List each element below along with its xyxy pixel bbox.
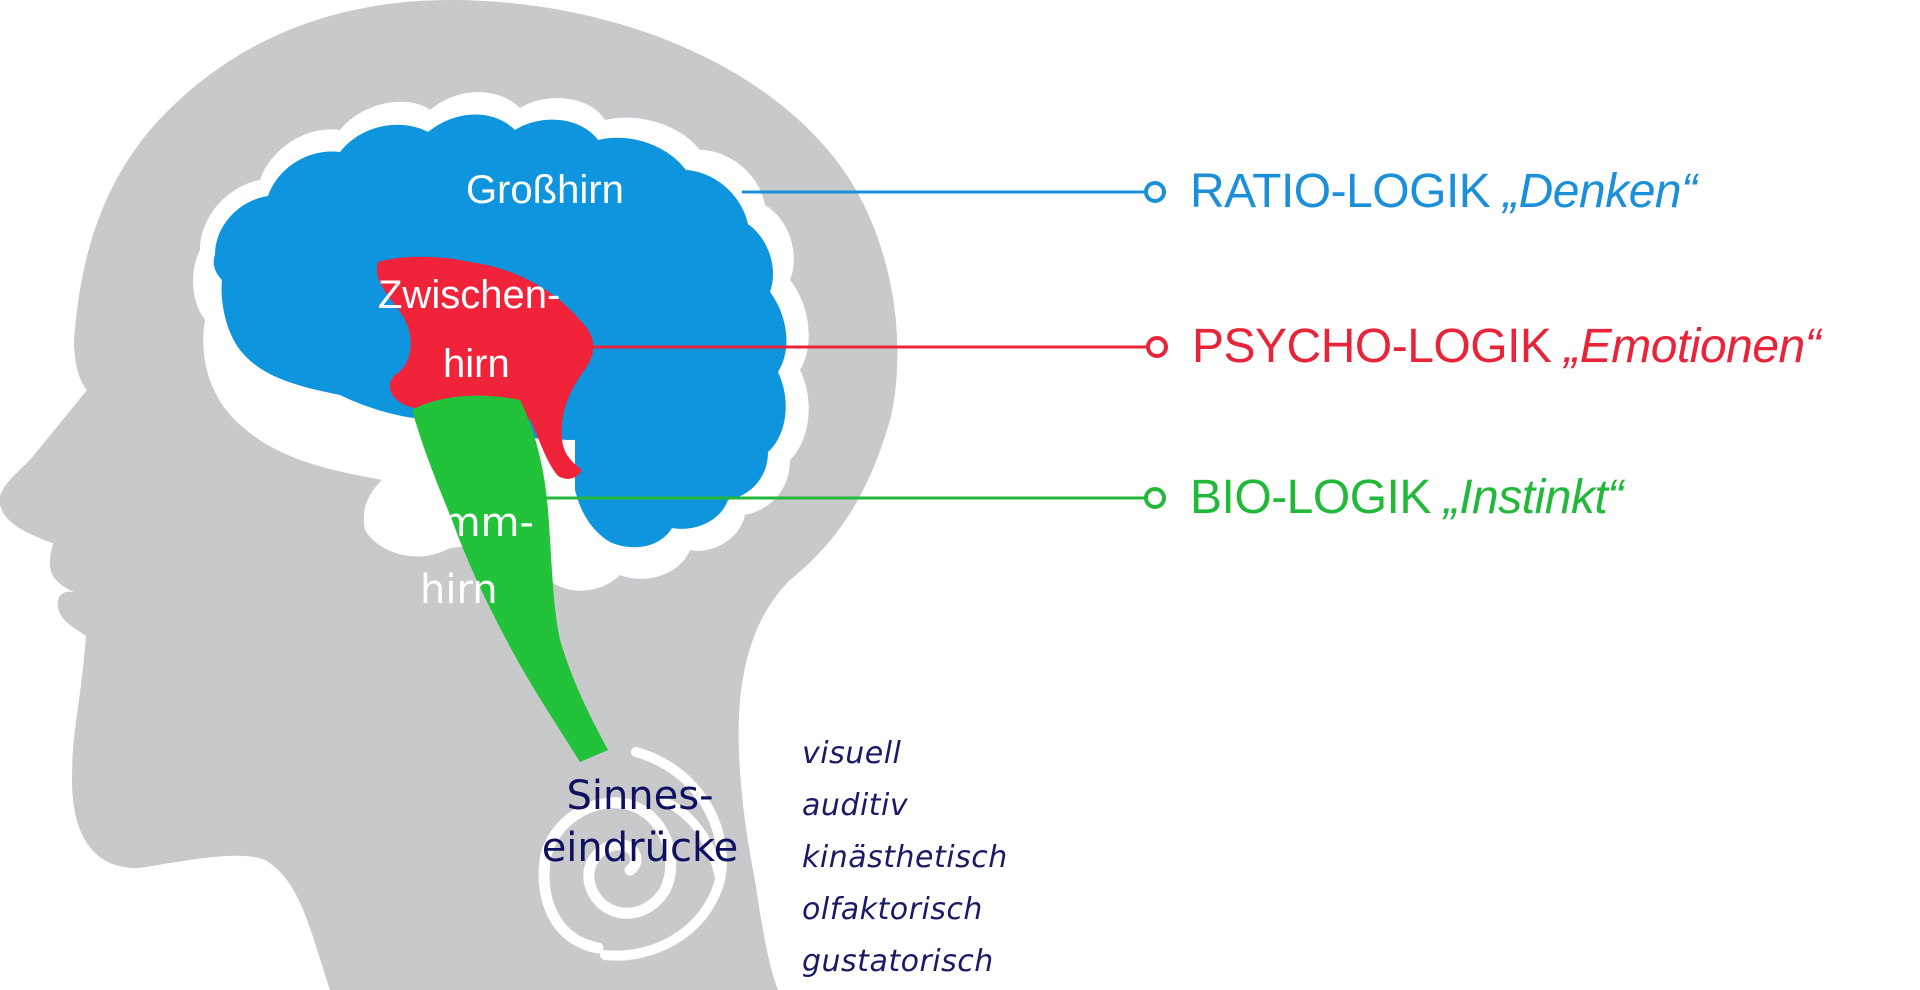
logic-bio-quote: „Instinkt“ — [1443, 471, 1624, 524]
sense-spiral — [538, 747, 727, 961]
connector-dot-icon — [1144, 181, 1166, 203]
logic-psycho: PSYCHO-LOGIK „Emotionen“ — [1192, 320, 1821, 373]
sense-impressions-list: visuell auditiv kinästhetisch olfaktoris… — [802, 728, 1008, 988]
sense-item: auditiv — [802, 788, 909, 823]
sense-title-line1: Sinnes- — [566, 773, 714, 819]
sense-item: gustatorisch — [802, 944, 994, 979]
logic-psycho-name: PSYCHO-LOGIK — [1192, 320, 1552, 373]
brainstem-shape — [412, 395, 608, 762]
label-grosshirn: Großhirn — [466, 168, 624, 212]
connector-psycho — [590, 336, 1168, 358]
logic-bio-name: BIO-LOGIK — [1190, 471, 1431, 524]
sense-item: olfaktorisch — [802, 892, 983, 927]
logic-ratio-quote: „Denken“ — [1503, 165, 1697, 218]
connector-dot-icon — [1144, 487, 1166, 509]
label-zwischenhirn-line2: hirn — [443, 342, 510, 386]
logic-bio: BIO-LOGIK „Instinkt“ — [1190, 474, 1623, 522]
sense-item: visuell — [802, 736, 902, 771]
sense-title-line2: eindrücke — [541, 825, 739, 871]
logic-ratio: RATIO-LOGIK „Denken“ — [1190, 168, 1697, 216]
label-stammhirn-line2: hirn — [420, 567, 498, 613]
connector-dot-icon — [1146, 336, 1168, 358]
label-stammhirn-line1: Stamm- — [376, 500, 534, 546]
label-zwischenhirn-line1: Zwischen- — [378, 273, 561, 317]
diencephalon-shape — [377, 256, 594, 479]
connector-bio — [543, 487, 1166, 509]
connector-ratio — [742, 181, 1166, 203]
sense-item: kinästhetisch — [802, 840, 1008, 875]
logic-psycho-quote: „Emotionen“ — [1564, 320, 1821, 373]
sense-impressions-title: Sinnes- eindrücke — [540, 770, 740, 874]
logic-ratio-name: RATIO-LOGIK — [1190, 165, 1491, 218]
